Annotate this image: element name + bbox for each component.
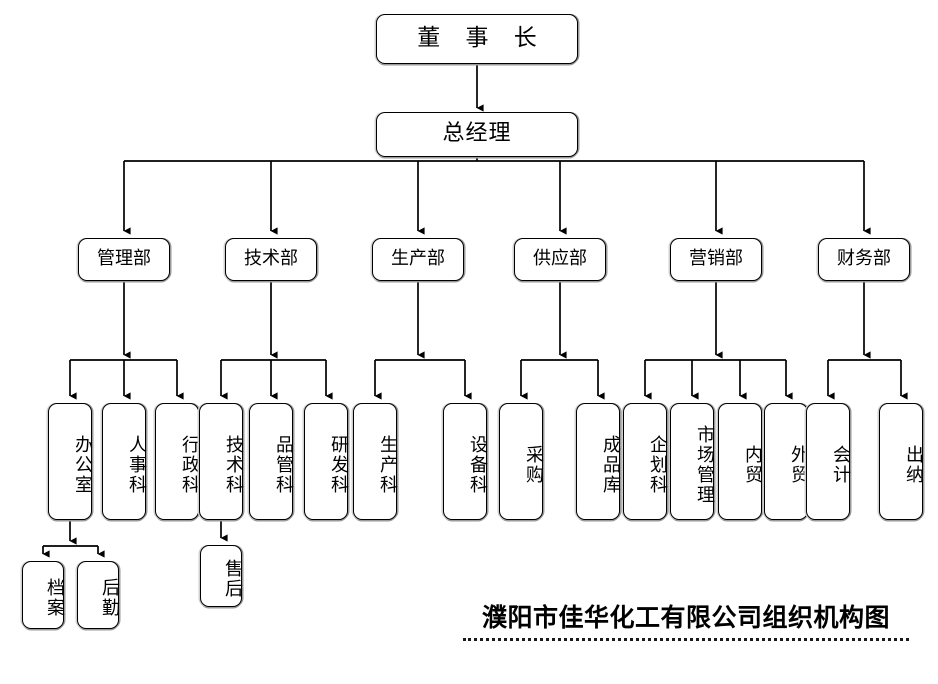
node-domestic-trade[interactable]: 内贸	[718, 403, 763, 520]
node-label: 成品库	[600, 434, 621, 495]
node-label: 技术部	[244, 248, 298, 270]
node-dept-supply[interactable]: 供应部	[514, 238, 606, 281]
node-label: 生产科	[377, 434, 398, 495]
chart-title-underline	[463, 638, 909, 641]
node-label: 研发科	[328, 434, 349, 495]
node-rd-section[interactable]: 研发科	[304, 403, 349, 520]
node-dept-tech[interactable]: 技术部	[225, 238, 317, 281]
node-label: 办公室	[72, 434, 93, 495]
node-quality-section[interactable]: 品管科	[249, 403, 294, 520]
node-label: 供应部	[533, 248, 587, 270]
node-equipment-section[interactable]: 设备科	[443, 403, 488, 520]
node-finished-goods-warehouse[interactable]: 成品库	[576, 403, 621, 520]
node-label: 生产部	[391, 248, 445, 270]
node-label: 档案	[44, 577, 65, 618]
node-label: 技术科	[223, 434, 244, 495]
node-logistics[interactable]: 后勤	[77, 561, 120, 629]
node-label: 后勤	[99, 577, 120, 618]
chart-title: 濮阳市佳华化工有限公司组织机构图	[463, 598, 909, 641]
node-dept-admin[interactable]: 管理部	[78, 238, 170, 281]
node-label: 出纳	[903, 444, 924, 485]
node-cashier[interactable]: 出纳	[879, 403, 924, 520]
node-after-sales[interactable]: 售后	[200, 545, 243, 607]
node-archives[interactable]: 档案	[22, 561, 65, 629]
node-label: 营销部	[689, 248, 743, 270]
node-label: 行政科	[179, 434, 200, 495]
node-hr-section[interactable]: 人事科	[102, 403, 147, 520]
node-tech-section[interactable]: 技术科	[199, 403, 244, 520]
node-label: 市场管理	[694, 424, 715, 505]
node-label: 售后	[222, 558, 243, 599]
node-label: 总经理	[442, 121, 512, 147]
node-label: 采购	[523, 444, 544, 485]
node-label: 设备科	[467, 434, 488, 495]
node-label: 董 事 长	[417, 25, 546, 52]
chart-title-text: 濮阳市佳华化工有限公司组织机构图	[481, 603, 890, 632]
node-dept-production[interactable]: 生产部	[372, 238, 464, 281]
node-office[interactable]: 办公室	[48, 403, 93, 520]
node-label: 企划科	[647, 434, 668, 495]
node-production-section[interactable]: 生产科	[353, 403, 398, 520]
node-label: 品管科	[273, 434, 294, 495]
node-admin-section[interactable]: 行政科	[155, 403, 200, 520]
node-planning-section[interactable]: 企划科	[623, 403, 668, 520]
node-market-management[interactable]: 市场管理	[670, 403, 715, 520]
node-foreign-trade[interactable]: 外贸	[764, 403, 809, 520]
node-purchasing[interactable]: 采购	[499, 403, 544, 520]
node-label: 会计	[830, 444, 851, 485]
node-dept-marketing[interactable]: 营销部	[670, 238, 762, 281]
node-chairman[interactable]: 董 事 长	[376, 14, 578, 64]
node-label: 内贸	[742, 444, 763, 485]
node-accounting[interactable]: 会计	[806, 403, 851, 520]
node-label: 外贸	[788, 444, 809, 485]
node-general-manager[interactable]: 总经理	[376, 112, 578, 157]
node-dept-finance[interactable]: 财务部	[818, 238, 910, 281]
node-label: 人事科	[126, 434, 147, 495]
node-label: 管理部	[97, 248, 151, 270]
node-label: 财务部	[837, 248, 891, 270]
